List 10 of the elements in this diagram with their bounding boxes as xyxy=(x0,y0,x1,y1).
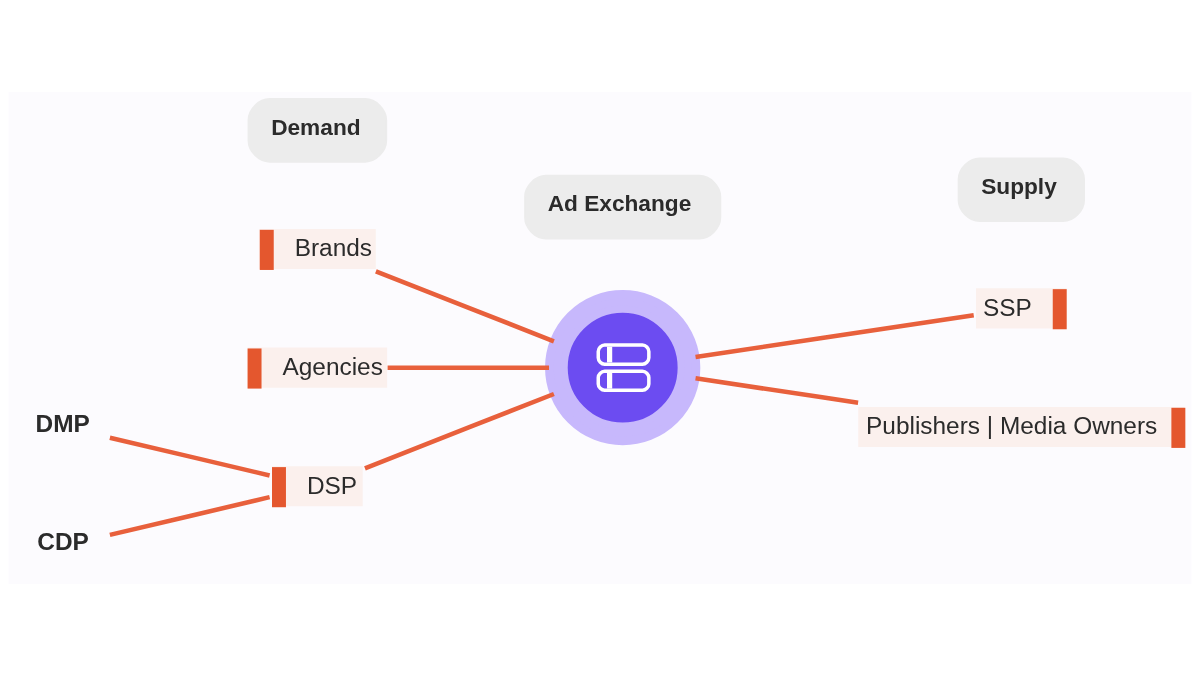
connector xyxy=(364,391,555,470)
connector xyxy=(375,268,555,343)
connector xyxy=(109,494,271,537)
node-circle xyxy=(545,289,701,445)
connector xyxy=(109,435,271,478)
node-text: DMP xyxy=(35,409,90,437)
connector xyxy=(695,312,975,359)
node-text: CDP xyxy=(37,527,89,555)
connector xyxy=(387,364,550,370)
connector xyxy=(695,375,859,405)
